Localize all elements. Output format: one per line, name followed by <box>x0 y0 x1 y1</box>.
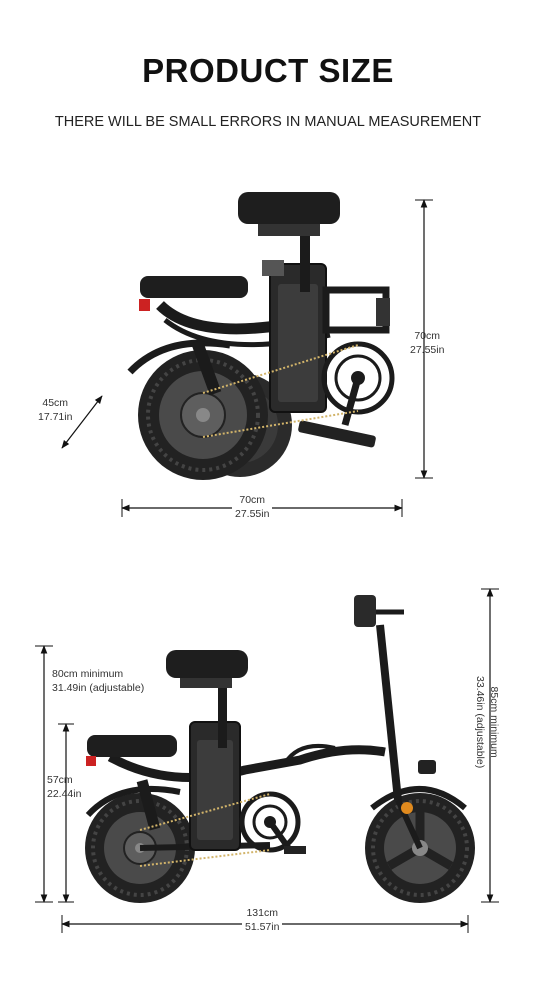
folded-wheel <box>138 350 268 480</box>
total-length-label: 131cm 51.57in <box>242 906 283 934</box>
folded-length-cm: 70cm <box>239 494 266 506</box>
folded-width-dimension-line <box>61 395 103 449</box>
rear-seat-height-cm: 57cm <box>47 774 73 786</box>
folded-length-label: 70cm 27.55in <box>232 493 273 521</box>
folded-height-label: 70cm 27.55in <box>410 329 444 357</box>
handlebar-height-cm: 85cm minimum <box>488 686 500 758</box>
seat-height-in: 31.49in (adjustable) <box>52 682 145 694</box>
folded-height-cm: 70cm <box>414 330 441 342</box>
folded-width-in: 17.71in <box>38 411 73 423</box>
seat-height-label: 80cm minimum 31.49in (adjustable) <box>52 667 144 695</box>
total-length-in: 51.57in <box>245 921 280 933</box>
seat-height-cm: 80cm minimum <box>52 668 124 680</box>
total-length-cm: 131cm <box>246 907 278 919</box>
folded-width-label: 45cm 17.71in <box>38 396 72 424</box>
folded-width-cm: 45cm <box>42 397 69 409</box>
rear-seat-height-in: 22.44in <box>47 788 82 800</box>
folded-height-in: 27.55in <box>410 344 445 356</box>
page-title: PRODUCT SIZE <box>142 52 394 89</box>
unfolded-bike-illustration <box>85 595 475 903</box>
measurement-disclaimer: THERE WILL BE SMALL ERRORS IN MANUAL MEA… <box>54 114 482 130</box>
folded-length-in: 27.55in <box>235 508 270 520</box>
rear-seat-height-label: 57cm 22.44in <box>47 773 81 801</box>
handlebar-height-label: 85cm minimum 33.46in (adjustable) <box>473 676 501 768</box>
unfolded-chainring <box>239 791 301 853</box>
folded-bike-illustration <box>127 192 395 480</box>
handlebar-height-in: 33.46in (adjustable) <box>474 676 486 769</box>
